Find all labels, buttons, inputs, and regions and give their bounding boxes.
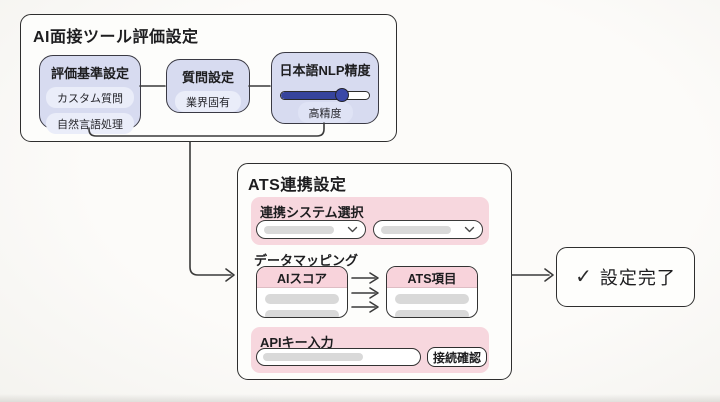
system-select-section: 連携システム選択 xyxy=(251,197,489,245)
api-key-section: APIキー入力 接続確認 xyxy=(251,327,489,373)
flow-eval-to-ats xyxy=(189,141,232,276)
mapping-source-item-bar xyxy=(265,294,339,304)
mapping-target-box: ATS項目 xyxy=(386,266,478,318)
criteria-pill-nlp: 自然言語処理 xyxy=(46,113,134,134)
input-placeholder-bar xyxy=(263,353,363,361)
setup-complete-label: 設定完了 xyxy=(599,268,676,288)
mapping-target-item-bar xyxy=(395,294,469,304)
api-key-label: APIキー入力 xyxy=(260,335,334,350)
nlp-accuracy-title: 日本語NLP精度 xyxy=(279,63,371,78)
question-settings-title: 質問設定 xyxy=(181,70,234,85)
arrowhead-eval-to-ats xyxy=(225,268,235,282)
eval-group-title: AI面接ツール評価設定 xyxy=(33,29,199,46)
criteria-pill-custom-questions: カスタム質問 xyxy=(46,87,134,108)
data-mapping-label: データマッピング xyxy=(254,253,359,268)
dropdown-placeholder-bar xyxy=(381,225,451,234)
setup-complete-node: ✓ 設定完了 xyxy=(556,247,695,307)
ats-system-dropdown-1[interactable] xyxy=(256,220,366,239)
system-select-label: 連携システム選択 xyxy=(260,205,364,220)
slider-knob[interactable] xyxy=(335,88,350,102)
mapping-target-title: ATS項目 xyxy=(387,267,477,288)
ats-group-title: ATS連携設定 xyxy=(248,177,347,194)
question-pill-industry: 業界固有 xyxy=(175,91,241,112)
eval-settings-group: AI面接ツール評価設定 評価基準設定 カスタム質問 自然言語処理 質問設定 業界… xyxy=(20,14,397,142)
criteria-node[interactable]: 評価基準設定 カスタム質問 自然言語処理 xyxy=(39,55,141,134)
nlp-pill-high-accuracy: 高精度 xyxy=(297,102,353,123)
question-settings-node[interactable]: 質問設定 業界固有 xyxy=(166,59,250,113)
dropdown-placeholder-bar xyxy=(264,225,334,234)
slider-track xyxy=(280,91,370,100)
slider-fill xyxy=(281,92,342,99)
ats-settings-group: ATS連携設定 連携システム選択 データマッピング AIスコア xyxy=(237,163,512,380)
chevron-down-icon xyxy=(464,226,475,233)
api-key-input[interactable] xyxy=(256,348,421,366)
mapping-target-item-bar xyxy=(395,310,469,317)
chevron-down-icon xyxy=(347,226,358,233)
criteria-title: 評価基準設定 xyxy=(50,66,129,81)
mapping-source-item-bar xyxy=(265,310,339,317)
nlp-accuracy-slider[interactable] xyxy=(280,88,370,102)
ats-system-dropdown-2[interactable] xyxy=(373,220,483,239)
mapping-source-box: AIスコア xyxy=(256,266,348,318)
connection-test-button[interactable]: 接続確認 xyxy=(427,347,487,367)
nlp-accuracy-node[interactable]: 日本語NLP精度 高精度 xyxy=(271,52,379,124)
check-icon: ✓ xyxy=(575,266,592,288)
arrowhead-ats-to-complete xyxy=(544,268,554,282)
mapping-source-title: AIスコア xyxy=(257,267,347,288)
